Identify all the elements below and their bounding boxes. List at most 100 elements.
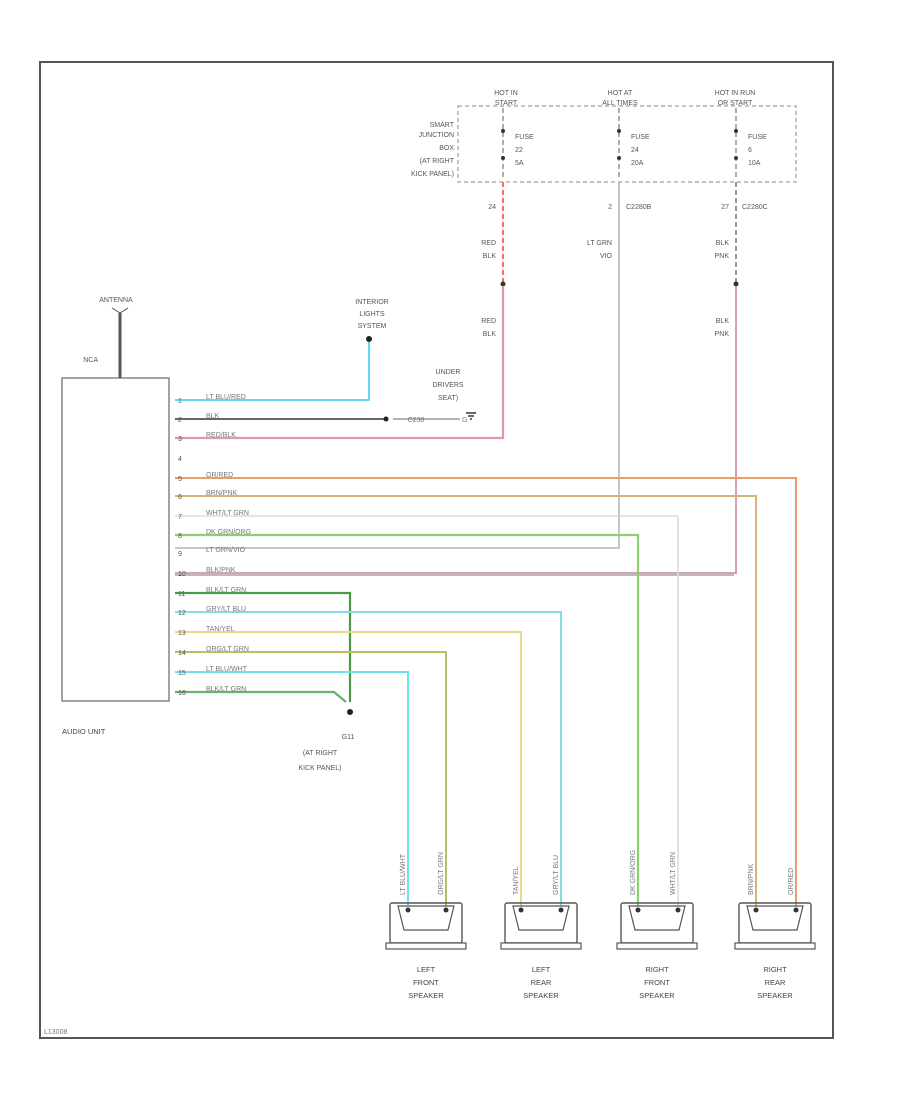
speaker-wire-label: WHT/LT GRN: [670, 852, 677, 895]
svg-text:HOT IN: HOT IN: [494, 90, 518, 97]
antenna-nca: NCA: [83, 357, 98, 364]
pin-number: 14: [178, 650, 186, 657]
ground-g11-terminal: [347, 709, 353, 715]
interior-lights-label: INTERIOR LIGHTS SYSTEM: [355, 299, 388, 330]
speaker-name: LEFT: [532, 965, 551, 974]
antenna-icon: [111, 307, 129, 314]
speaker-icon: [500, 902, 582, 950]
wire-label-blk-pnk-bottom: BLK PNK: [715, 318, 730, 338]
svg-text:(AT RIGHT: (AT RIGHT: [420, 158, 455, 165]
wire-wht-lt-grn: [175, 515, 679, 915]
speaker-name: REAR: [531, 978, 552, 987]
pin-wire-label: LT GRN/VIO: [206, 547, 246, 554]
svg-text:RED: RED: [481, 240, 496, 247]
wire-dk-grn-org: [175, 533, 640, 915]
speaker-name: REAR: [765, 978, 786, 987]
wire-lt-grn-vio: [175, 182, 620, 549]
speaker-wire-label: LT BLU/WHT: [400, 853, 407, 895]
svg-text:OR START: OR START: [718, 100, 753, 107]
svg-text:10A: 10A: [748, 160, 761, 167]
speaker-icon: [616, 902, 698, 950]
wire-lt-blu-wht: [175, 671, 409, 915]
svg-text:START: START: [495, 100, 518, 107]
pin-number: 13: [178, 630, 186, 637]
speaker-2: TAN/YEL GRY/LT BLU LEFT REAR SPEAKER: [500, 855, 582, 1000]
pin-number: 9: [178, 551, 182, 558]
wire-gry-lt-blu: [175, 611, 562, 915]
antenna-label: ANTENNA: [99, 297, 133, 304]
wire-lt-blu-red: [175, 342, 370, 401]
svg-text:BLK: BLK: [483, 253, 497, 260]
speaker-wire-label: DK GRN/ORG: [630, 850, 637, 895]
speaker-wire-label: GRY/LT BLU: [553, 855, 560, 895]
pin-number: 12: [178, 610, 186, 617]
svg-text:SYSTEM: SYSTEM: [358, 323, 387, 330]
svg-text:22: 22: [515, 147, 523, 154]
interior-lights-terminal: [366, 336, 372, 342]
wire-red-blk: [175, 287, 505, 440]
connector-27: 27: [721, 204, 729, 211]
svg-text:(AT RIGHT: (AT RIGHT: [303, 750, 338, 757]
speaker-name: SPEAKER: [408, 991, 444, 1000]
svg-text:KICK PANEL): KICK PANEL): [411, 171, 454, 178]
connector-c2280b: C2280B: [626, 204, 652, 211]
pin-wire-label: BLK/LT GRN: [206, 686, 246, 693]
svg-text:BOX: BOX: [439, 145, 454, 152]
svg-text:FUSE: FUSE: [515, 134, 534, 141]
svg-text:BLK: BLK: [716, 318, 730, 325]
splice-dot: [500, 281, 506, 287]
splice-dot: [733, 281, 739, 287]
connector-24: 24: [488, 204, 496, 211]
svg-text:5A: 5A: [515, 160, 524, 167]
pin-number: 3: [178, 436, 182, 443]
pin-wire-label: LT BLU/RED: [206, 394, 246, 401]
svg-text:HOT IN RUN: HOT IN RUN: [715, 90, 756, 97]
svg-text:G11: G11: [342, 734, 355, 741]
pin-wire-label: RED/BLK: [206, 432, 236, 439]
speaker-name: SPEAKER: [523, 991, 559, 1000]
svg-text:LIGHTS: LIGHTS: [359, 311, 385, 318]
pin-number: 6: [178, 494, 182, 501]
pin-number: 4: [178, 456, 182, 463]
speaker-wire-label: TAN/YEL: [513, 866, 520, 895]
svg-text:UNDER: UNDER: [436, 369, 461, 376]
wire-brn-pnk: [175, 495, 757, 915]
ground-symbol-icon: [466, 412, 476, 420]
svg-text:SMART: SMART: [430, 122, 455, 129]
pin-number: 1: [178, 398, 182, 405]
wire-or-red: [175, 477, 797, 915]
svg-text:RED: RED: [481, 318, 496, 325]
c238-label: C238: [408, 417, 425, 424]
speaker-name: SPEAKER: [639, 991, 675, 1000]
pin-number: 15: [178, 670, 186, 677]
wire-label-lt-grn-vio: LT GRN VIO: [587, 240, 613, 260]
fuse-22: FUSE 22 5A: [501, 108, 534, 180]
svg-text:VIO: VIO: [600, 253, 613, 260]
pin-wire-label: ORG/LT GRN: [206, 646, 249, 653]
pin-number: 8: [178, 533, 182, 540]
pin-wire-label: BLK: [206, 413, 220, 420]
svg-text:20A: 20A: [631, 160, 644, 167]
speaker-icon: [385, 902, 467, 950]
svg-text:24: 24: [631, 147, 639, 154]
wire-blk-pnk-run: [175, 287, 737, 574]
svg-text:ALL TIMES: ALL TIMES: [602, 100, 638, 107]
speaker-name: LEFT: [417, 965, 436, 974]
speaker-wire-label: ORG/LT GRN: [438, 852, 445, 895]
top-label-hot-in-run: HOT IN RUN OR START: [715, 90, 756, 107]
pin-number: 10: [178, 571, 186, 578]
svg-text:FUSE: FUSE: [631, 134, 650, 141]
speaker-name: FRONT: [413, 978, 439, 987]
speaker-name: SPEAKER: [757, 991, 793, 1000]
pin-wire-label: LT BLU/WHT: [206, 666, 248, 673]
pin-number: 11: [178, 591, 185, 598]
speaker-1: LT BLU/WHT ORG/LT GRN LEFT FRONT SPEAKER: [385, 852, 467, 1000]
wire-blk-lt-grn-11: [175, 591, 352, 702]
svg-text:PNK: PNK: [715, 253, 730, 260]
under-seat-label: UNDER DRIVERS SEAT): [432, 369, 463, 402]
speaker-icon: [734, 902, 816, 950]
pin-number: 16: [178, 690, 186, 697]
